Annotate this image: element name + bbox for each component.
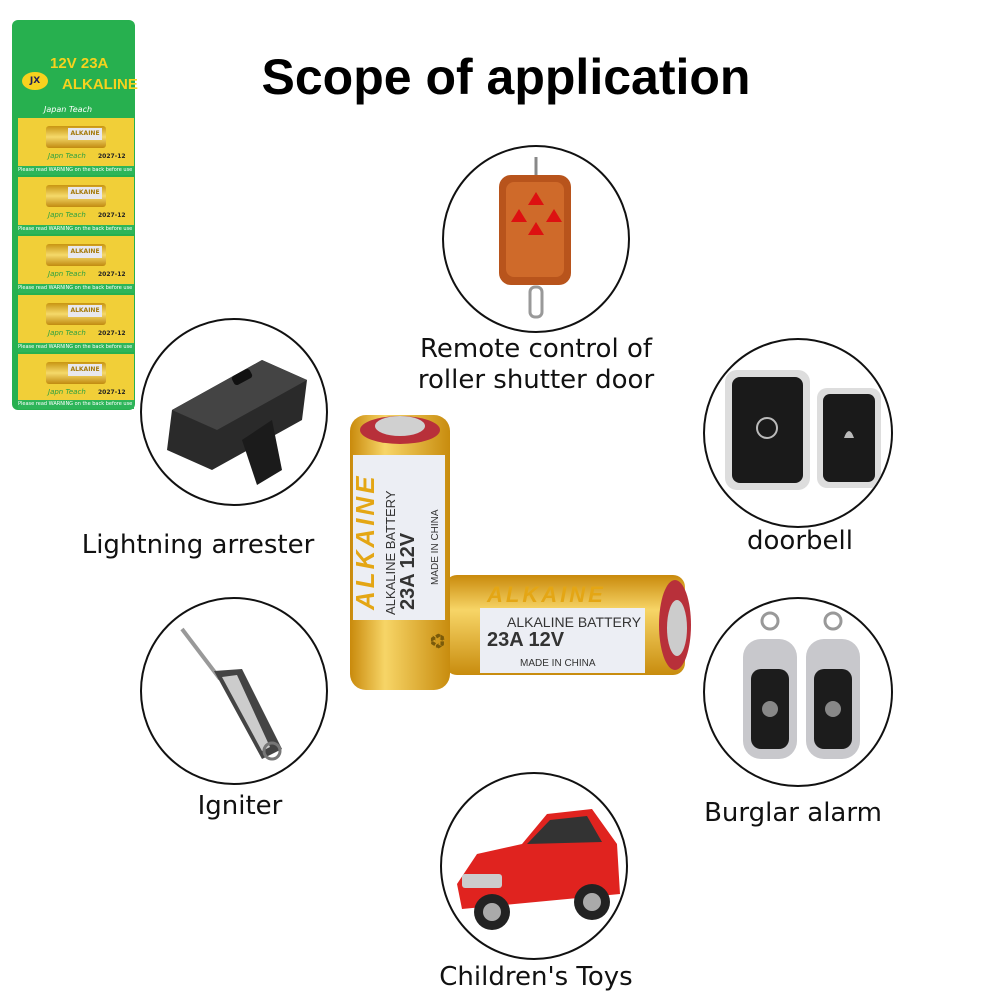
flash-trigger-icon (167, 360, 307, 485)
doorbell-image (703, 338, 893, 528)
remote-control-icon (499, 157, 571, 319)
page-title: Scope of application (261, 49, 751, 105)
childrens-toys-image (440, 772, 628, 960)
label-childrens-toys: Children's Toys (439, 962, 633, 992)
label-lightning-arrester: Lightning arrester (81, 530, 315, 560)
package-voltage: 12V 23A (50, 55, 109, 72)
battery-icon: ♻ (350, 415, 691, 690)
igniter-image (140, 597, 328, 785)
label-igniter: Igniter (197, 791, 283, 821)
package-warning: Please read WARNING on the back before u… (18, 225, 134, 234)
battery-model-horizontal: 23A 12V (487, 629, 565, 651)
package-warning: Please read WARNING on the back before u… (18, 166, 134, 175)
label-remote-control: Remote control of roller shutter door (417, 334, 655, 395)
battery-type-vertical: ALKALINE BATTERY (383, 490, 398, 615)
label-burglar-alarm: Burglar alarm (704, 798, 882, 828)
battery-type-horizontal: ALKALINE BATTERY (507, 614, 642, 630)
igniter-icon (180, 627, 282, 761)
package-warning: Please read WARNING on the back before u… (18, 400, 134, 409)
remote-control-image (442, 145, 630, 333)
battery-origin-horizontal: MADE IN CHINA (520, 658, 596, 669)
battery-brand-horizontal: ALKAINE (487, 582, 606, 607)
lightning-arrester-image (140, 318, 328, 506)
battery-model-vertical: 23A 12V (397, 532, 419, 610)
package-warning: Please read WARNING on the back before u… (18, 284, 134, 293)
package-subtitle: Japan Teach (44, 105, 93, 114)
package-warning: Please read WARNING on the back before u… (18, 343, 134, 352)
battery-brand-vertical: ALKAINE (350, 473, 380, 610)
doorbell-icon (725, 370, 881, 490)
package-logo: JX (22, 72, 48, 90)
battery-23a-image: ♻ ALKAINE ALKALINE BATTERY 23A 12V MADE … (345, 410, 695, 695)
svg-text:♻: ♻ (426, 632, 450, 650)
battery-origin-vertical: MADE IN CHINA (430, 509, 441, 585)
burglar-alarm-image (703, 597, 893, 787)
package-type: ALKALINE (62, 76, 138, 93)
label-doorbell: doorbell (747, 526, 853, 556)
toy-car-icon (457, 809, 620, 930)
car-key-fob-icon (743, 611, 860, 759)
